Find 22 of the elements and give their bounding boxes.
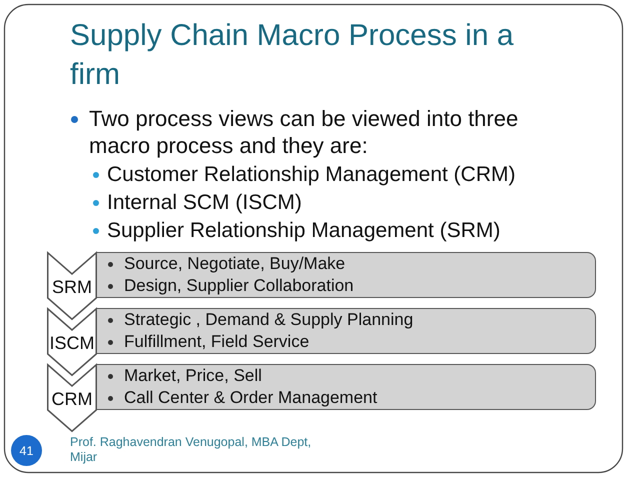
process-band	[97, 252, 596, 298]
process-band	[97, 364, 596, 410]
slide-number: 41	[11, 435, 42, 466]
list-item: Market, Price, Sell	[124, 365, 262, 387]
list-item: Design, Supplier Collaboration	[124, 275, 354, 297]
process-band	[97, 308, 596, 354]
chevron-shape	[47, 364, 97, 432]
list-item: Strategic , Demand & Supply Planning	[124, 309, 414, 331]
process-label: SRM	[51, 277, 93, 297]
list-item: Source, Negotiate, Buy/Make	[124, 253, 346, 275]
chevron-shape	[47, 308, 97, 376]
chevron-shape	[47, 252, 97, 320]
footer-text: Prof. Raghavendran Venugopal, MBA Dept, Mijar	[70, 435, 312, 465]
list-item: Call Center & Order Management	[124, 387, 378, 409]
bullet-text: Two process views can be viewed into three macro process and they are:	[89, 105, 520, 159]
bullet-text: Supplier Relationship Management (SRM)	[107, 218, 502, 244]
slide-title: Supply Chain Macro Process in a firm	[70, 18, 515, 93]
bullet-text: Customer Relationship Management (CRM)	[107, 162, 516, 188]
list-item: Fulfillment, Field Service	[124, 331, 310, 353]
bullet-text: Internal SCM (ISCM)	[107, 190, 303, 216]
process-label: CRM	[50, 389, 94, 409]
process-label: ISCM	[48, 333, 96, 353]
